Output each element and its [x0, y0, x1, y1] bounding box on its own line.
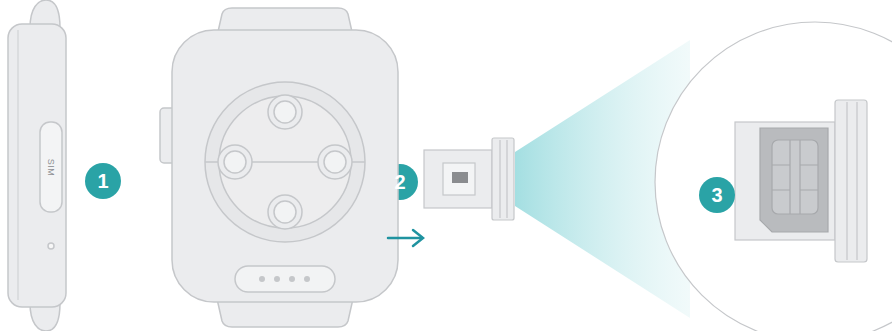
callout-number: 3: [711, 185, 722, 205]
callout-badge: [699, 177, 735, 213]
pull-arrow: [388, 230, 423, 246]
sim-tray-zoom: [735, 100, 867, 262]
callout-number: 2: [394, 172, 405, 192]
watch-back: [160, 8, 398, 327]
callout-badge: [85, 163, 121, 199]
slot-label: SIM: [46, 158, 55, 176]
watch-side-view: [8, 0, 66, 331]
sim-tray: [424, 138, 514, 220]
zoom-circle: [655, 22, 892, 331]
callout-number: 1: [97, 171, 108, 191]
